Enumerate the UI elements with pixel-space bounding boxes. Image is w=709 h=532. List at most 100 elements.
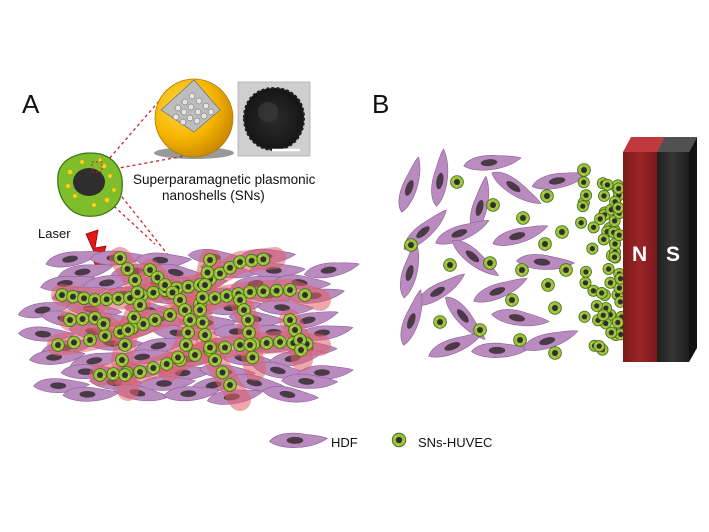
nanoshell-icon bbox=[154, 78, 234, 159]
hdf-cell bbox=[393, 154, 428, 215]
huvec-cell bbox=[63, 313, 77, 327]
huvec-cell bbox=[513, 333, 527, 347]
magnet-icon: N S bbox=[623, 137, 697, 362]
huvec-cell bbox=[548, 301, 562, 315]
huvec-cell bbox=[404, 238, 418, 252]
nanoshell-zoom: Superparamagnetic plasmonic nanoshells (… bbox=[57, 78, 316, 261]
huvec-cell bbox=[183, 313, 197, 327]
huvec-cell bbox=[88, 293, 102, 307]
huvec-cell bbox=[115, 353, 129, 367]
huvec-cell bbox=[578, 310, 591, 323]
magnet-north-label: N bbox=[632, 243, 647, 266]
huvec-cell bbox=[193, 303, 207, 317]
huvec-cell bbox=[577, 163, 591, 177]
huvec-cell bbox=[181, 325, 195, 340]
huvec-cell bbox=[219, 289, 234, 303]
huvec-cell bbox=[243, 338, 257, 352]
huvec-cell bbox=[198, 328, 212, 342]
tem-image-icon bbox=[237, 81, 311, 157]
huvec-cell bbox=[127, 310, 141, 325]
hdf-cell bbox=[302, 258, 361, 281]
huvec-cell bbox=[218, 340, 232, 355]
huvec-cell bbox=[93, 368, 107, 382]
huvec-cell bbox=[595, 287, 608, 300]
sn-loaded-cell bbox=[57, 152, 123, 217]
huvec-cell bbox=[113, 251, 127, 265]
huvec-cell bbox=[516, 211, 530, 225]
huvec-cell bbox=[548, 346, 562, 360]
huvec-cell bbox=[579, 265, 592, 278]
huvec-cell bbox=[473, 323, 487, 337]
legend-hdf-icon bbox=[269, 432, 328, 449]
huvec-cell bbox=[241, 313, 255, 327]
huvec-cell bbox=[540, 189, 554, 203]
huvec-cell bbox=[83, 333, 97, 347]
huvec-cell bbox=[256, 284, 271, 299]
huvec-network bbox=[47, 247, 331, 411]
huvec-cell bbox=[203, 340, 217, 355]
nanoshell-caption-line1: Superparamagnetic plasmonic bbox=[133, 172, 316, 187]
huvec-cell bbox=[99, 292, 114, 307]
huvec-cell bbox=[146, 285, 161, 300]
huvec-cell bbox=[601, 178, 614, 191]
huvec-cell bbox=[179, 338, 193, 352]
huvec-cell bbox=[181, 279, 196, 294]
huvec-cell bbox=[259, 336, 274, 350]
huvec-cell bbox=[242, 325, 256, 340]
huvec-cell bbox=[118, 338, 132, 352]
huvec-cell bbox=[106, 367, 121, 381]
legend-sns-huvec-label: SNs-HUVEC bbox=[418, 435, 492, 450]
huvec-cell bbox=[67, 335, 81, 350]
huvec-cell bbox=[163, 308, 177, 322]
huvec-cell bbox=[133, 298, 147, 312]
huvec-cell bbox=[283, 283, 297, 297]
huvec-cell bbox=[244, 253, 259, 268]
huvec-cell bbox=[223, 378, 237, 392]
huvec-cell bbox=[130, 285, 145, 300]
huvec-cell bbox=[198, 278, 212, 292]
huvec-cell bbox=[602, 263, 615, 276]
panel-b-label: B bbox=[372, 89, 389, 119]
huvec-cell bbox=[188, 348, 202, 362]
huvec-cell bbox=[608, 251, 621, 264]
huvec-cell bbox=[146, 361, 161, 375]
huvec-cell bbox=[195, 315, 210, 330]
legend-hdf-label: HDF bbox=[331, 435, 358, 450]
huvec-cell bbox=[612, 201, 625, 214]
huvec-cell bbox=[579, 276, 592, 289]
huvec-cell bbox=[298, 288, 312, 302]
huvec-cell bbox=[208, 353, 222, 367]
huvec-cell bbox=[433, 315, 447, 329]
huvec-cell bbox=[148, 313, 162, 327]
huvec-cell bbox=[486, 198, 500, 212]
huvec-cell bbox=[120, 262, 135, 276]
huvec-cell bbox=[575, 216, 588, 229]
huvec-cell bbox=[159, 357, 174, 371]
huvec-cell bbox=[597, 189, 610, 202]
huvec-cell bbox=[580, 189, 593, 202]
huvec-cell bbox=[604, 276, 617, 289]
huvec-cell bbox=[128, 273, 142, 287]
huvec-cell bbox=[51, 338, 65, 352]
huvec-cell bbox=[256, 252, 271, 267]
huvec-cell bbox=[450, 175, 464, 189]
hdf-cell bbox=[462, 152, 523, 173]
huvec-cell bbox=[586, 242, 599, 255]
hdf-cell bbox=[490, 305, 551, 331]
huvec-cell bbox=[195, 290, 210, 305]
huvec-cell bbox=[443, 258, 457, 272]
huvec-cell bbox=[98, 329, 112, 343]
huvec-cell bbox=[515, 263, 529, 277]
huvec-cell bbox=[597, 233, 610, 246]
legend-sns-huvec-icon bbox=[391, 432, 407, 448]
laser-label: Laser bbox=[38, 226, 71, 241]
legend: HDF SNs-HUVEC bbox=[269, 432, 492, 450]
magnet-south-pole bbox=[657, 137, 697, 362]
huvec-cell bbox=[611, 316, 624, 329]
huvec-cell bbox=[541, 278, 555, 292]
huvec-cell bbox=[577, 176, 590, 189]
huvec-cell bbox=[505, 293, 519, 307]
huvec-cell bbox=[597, 309, 610, 322]
huvec-cell bbox=[133, 365, 147, 379]
